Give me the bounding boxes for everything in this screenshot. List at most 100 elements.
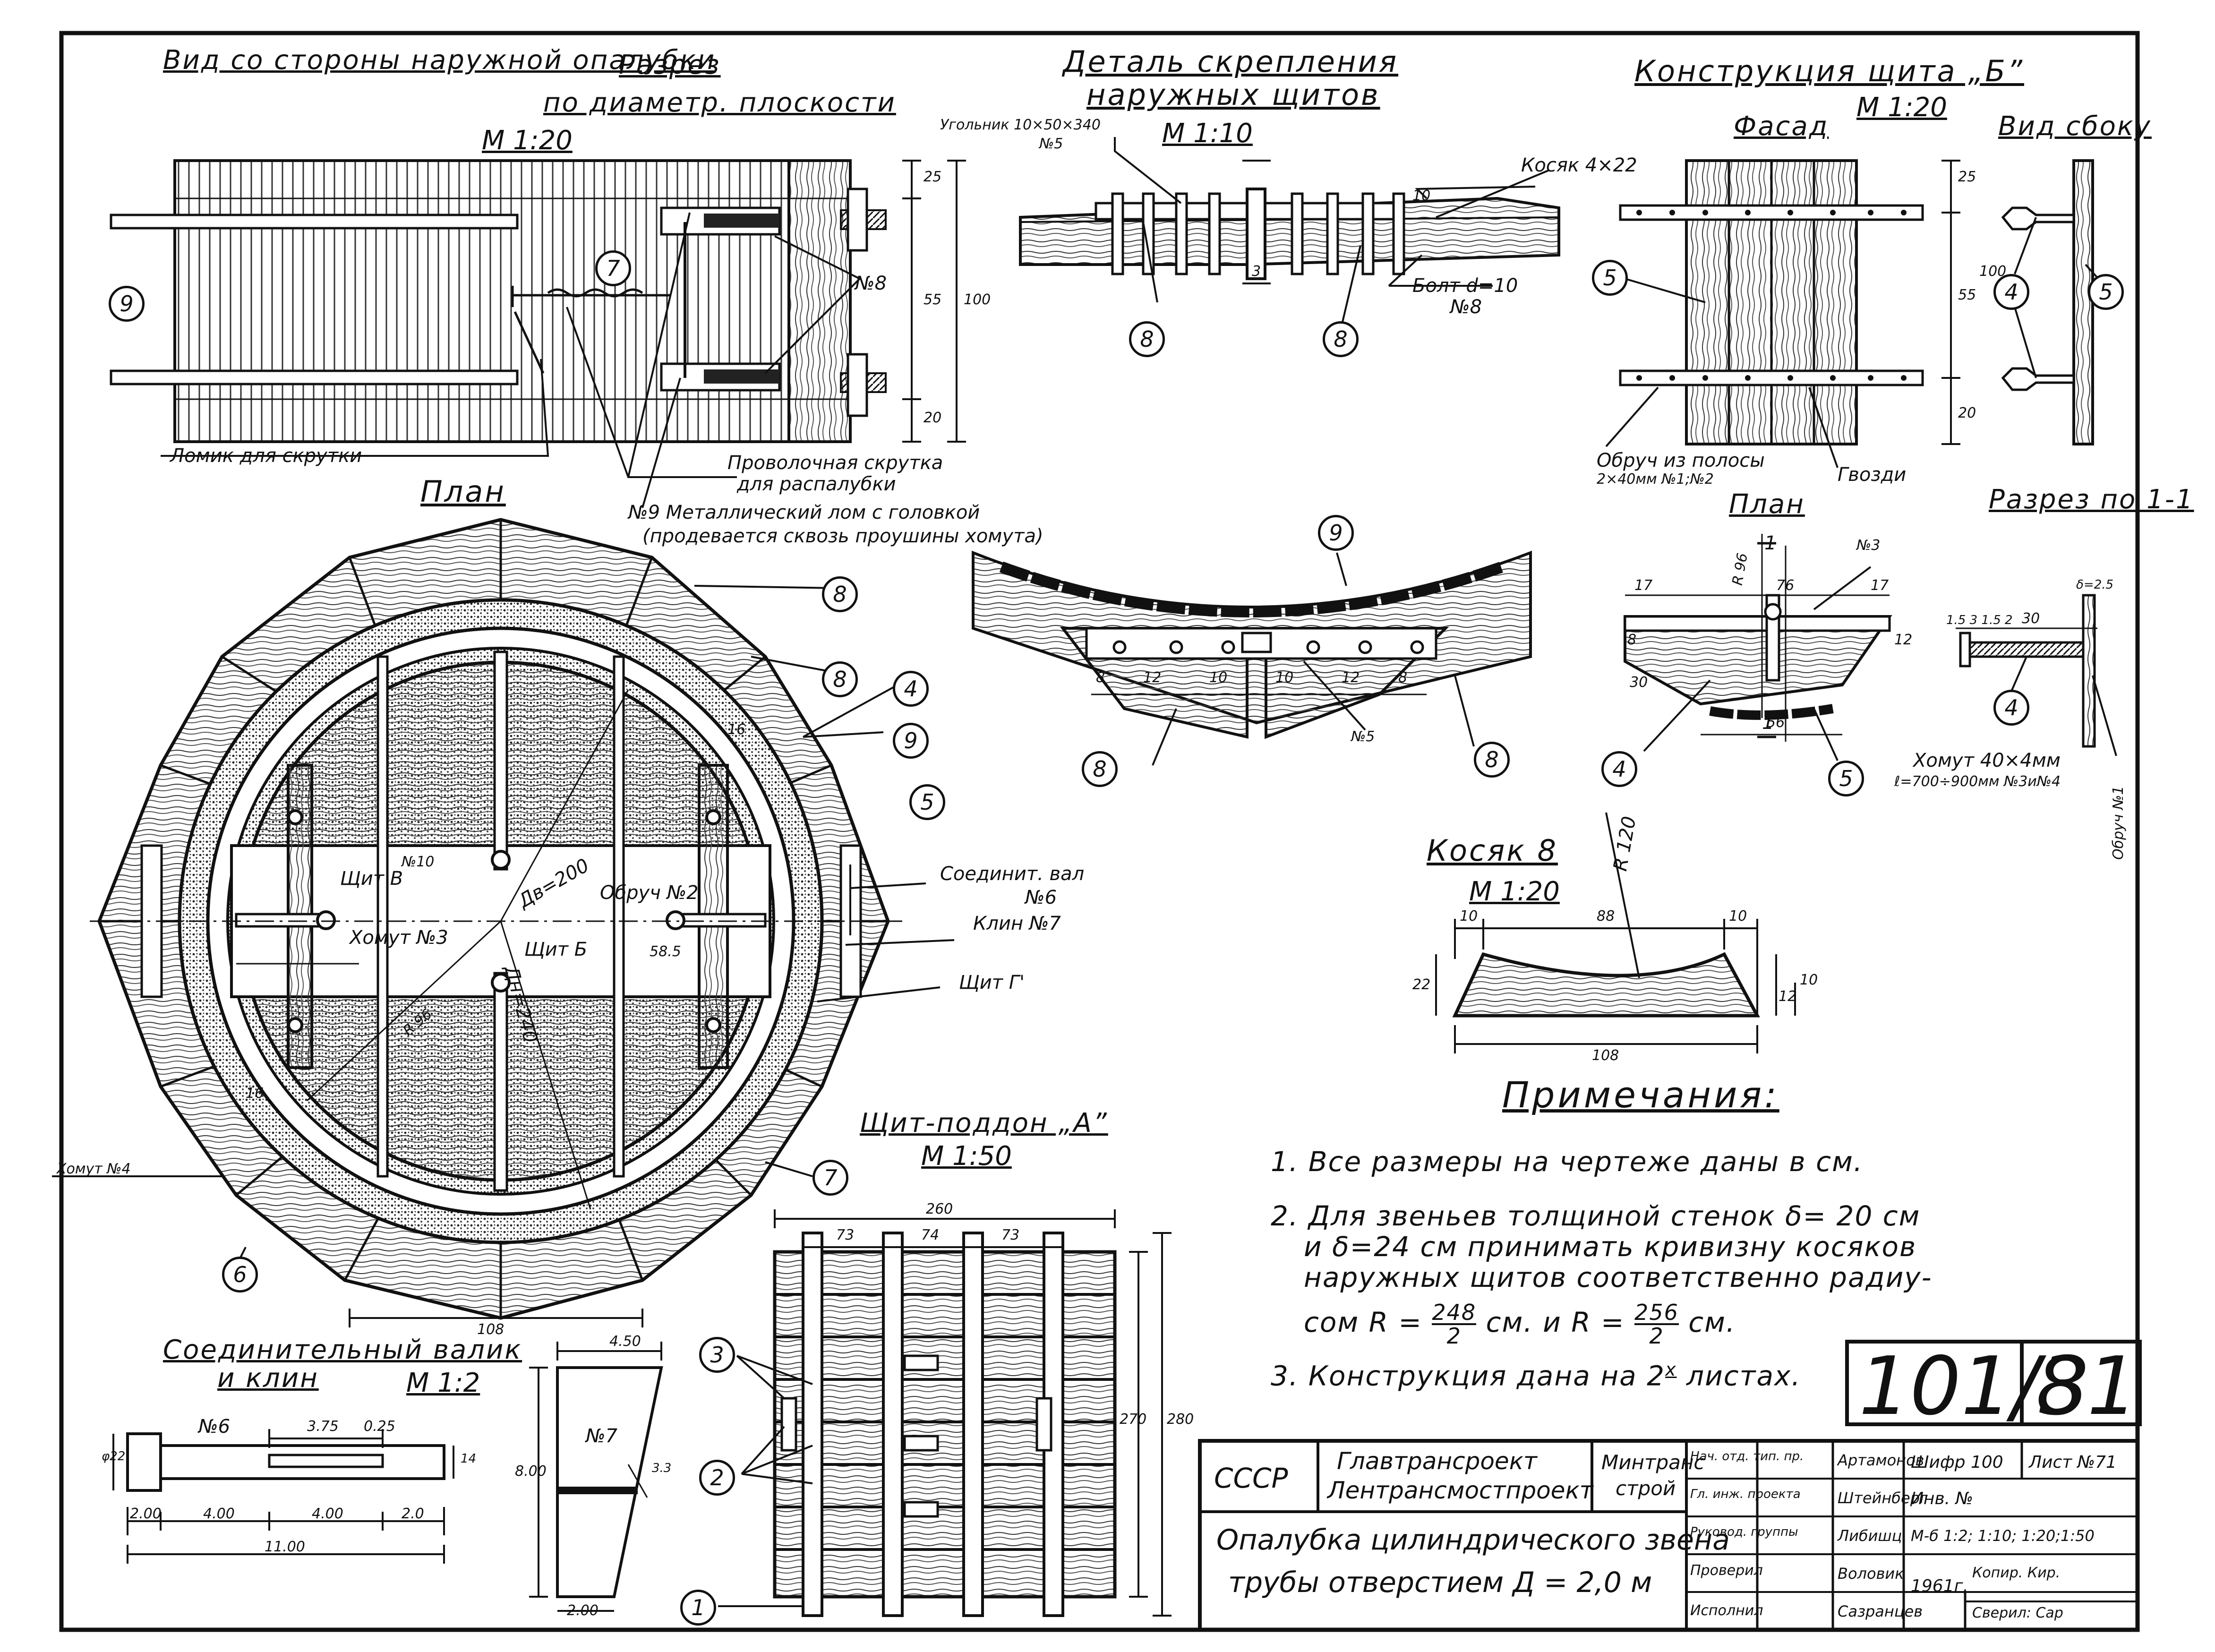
- callout-5-facade: 5: [1592, 260, 1628, 296]
- callout-2-pan: 2: [699, 1460, 735, 1496]
- dim-a74: 74: [921, 1227, 940, 1243]
- label-hoop: Обруч из полосы: [1597, 450, 1765, 471]
- label-crowbar: №9 Металлический лом с головкой: [628, 502, 980, 523]
- tb-sheet: Лист №71: [2029, 1453, 2117, 1472]
- dim-a260: 260: [926, 1201, 953, 1217]
- label-clamp-line2: ℓ=700÷900мм №3и№4: [1894, 773, 2061, 790]
- callout-1-pan: 1: [680, 1590, 716, 1626]
- label-nails: Гвозди: [1838, 464, 1907, 486]
- joint-detail: [1019, 137, 1560, 326]
- dim-30: 30: [1630, 674, 1648, 691]
- label-n10: №10: [402, 854, 435, 870]
- title-panel-b: Конструкция щита „Б”: [1634, 54, 2024, 88]
- note-2-line3: наружных щитов соответственно радиу-: [1304, 1261, 1933, 1293]
- dim-17b: 17: [1871, 577, 1889, 594]
- tb-name-1: Артамонов: [1838, 1451, 1924, 1469]
- label-bolt: Болт d=10: [1412, 275, 1518, 297]
- tb-title1: Опалубка цилиндрического звена: [1216, 1524, 1730, 1557]
- dim-30b: 30: [2022, 610, 2040, 627]
- tb-role-1: Нач. отд. тип. пр.: [1690, 1449, 1804, 1464]
- callout-3-pan: 3: [699, 1337, 735, 1373]
- dim-r1100: 11.00: [265, 1539, 305, 1555]
- dim-r20: 2.0: [402, 1506, 424, 1522]
- dim-r400b: 4.00: [312, 1506, 343, 1522]
- kosyak-8-drawing: [1435, 812, 1796, 1053]
- outer-panel-plan: [972, 550, 1532, 766]
- label-conn-bolt-line2: №6: [1025, 887, 1057, 908]
- dim-joint-10: 10: [1412, 188, 1431, 204]
- dim-k88: 88: [1597, 908, 1615, 924]
- title-joint-detail: Деталь скрепления: [1063, 44, 1399, 79]
- tb-country: СССР: [1214, 1462, 1288, 1494]
- callout-8-outer-plan-b: 8: [1474, 742, 1510, 778]
- note-3: 3. Конструкция дана на 2х листах.: [1271, 1359, 1801, 1392]
- label-obruch-2: Обруч №2: [600, 882, 699, 904]
- label-obruch-1: Обруч №1: [2110, 786, 2127, 860]
- tb-copy: Копир. Кир.: [1972, 1565, 2061, 1581]
- dim-k10: 10: [1460, 908, 1478, 924]
- scale-kosyak: М 1:20: [1469, 876, 1560, 907]
- dim-r025: 0.25: [364, 1418, 395, 1435]
- label-n8-outer: №8: [855, 273, 887, 294]
- tb-role-4: Проверил: [1690, 1562, 1763, 1579]
- label-n7: №7: [586, 1425, 618, 1447]
- label-lomik: Ломик для скрутки: [170, 445, 362, 467]
- dim-w200: 2.00: [567, 1602, 599, 1619]
- tb-org1: Главтрансроект: [1337, 1447, 1538, 1475]
- scale-panel-b: М 1:20: [1856, 92, 1947, 123]
- dim-j8b: 8: [1398, 669, 1408, 686]
- pan-a-drawing: [718, 1209, 1172, 1617]
- dim-p16a: 16: [727, 721, 746, 738]
- note-2-line4: сом R = 248 2 см. и R = 256 2 см.: [1304, 1300, 1736, 1349]
- callout-8-plan-a: 8: [822, 576, 858, 612]
- dim-p108: 108: [477, 1321, 505, 1338]
- label-clamp: Хомут 40×4мм: [1913, 750, 2061, 771]
- title-section: Разрез: [619, 50, 721, 80]
- tb-title2: трубы отверстием Д = 2,0 м: [1228, 1566, 1652, 1599]
- dim-a73b: 73: [1001, 1227, 1020, 1243]
- label-kosyak-4x22: Косяк 4×22: [1521, 154, 1637, 176]
- title-kosyak: Косяк 8: [1427, 833, 1558, 868]
- label-conn-bolt: Соединит. вал: [940, 863, 1085, 885]
- label-n6: №6: [198, 1416, 231, 1438]
- title-plan: План: [420, 474, 506, 509]
- scale-pan-a: М 1:50: [921, 1141, 1012, 1172]
- callout-4-side: 4: [1993, 274, 2029, 310]
- label-n5-outer: №5: [1351, 728, 1375, 745]
- wedge-drawing: [529, 1342, 663, 1612]
- label-shchit-v: Щит В: [340, 868, 403, 890]
- label-klin-7: Клин №7: [973, 913, 1061, 934]
- dim-joint-3: 3: [1252, 263, 1261, 280]
- dim-r200: 2.00: [130, 1506, 162, 1522]
- label-khomut-4: Хомут №4: [57, 1161, 131, 1177]
- tb-year: 1961г.: [1911, 1576, 1968, 1596]
- tb-role-5: Исполнил: [1690, 1602, 1763, 1619]
- tb-ministry-line2: строй: [1616, 1477, 1676, 1500]
- dim-j12b: 12: [1342, 669, 1360, 686]
- callout-7-plan: 7: [812, 1160, 848, 1196]
- panel-b-side: [2001, 159, 2108, 445]
- dim-w450: 4.50: [609, 1333, 641, 1350]
- callout-6-plan: 6: [222, 1257, 258, 1292]
- callout-4-section: 4: [1993, 690, 2029, 726]
- label-section-mark: 1: [1762, 712, 1774, 734]
- dim-12: 12: [1894, 632, 1913, 648]
- title-facade: Фасад: [1734, 111, 1829, 142]
- label-khomut-3: Хомут №3: [350, 927, 448, 949]
- label-bolt-line2: №8: [1450, 296, 1482, 318]
- dim-k10c: 10: [1800, 972, 1818, 988]
- outer-formwork-view: [110, 159, 966, 508]
- dim-k108: 108: [1592, 1047, 1619, 1064]
- dim-w33: 3.3: [652, 1461, 672, 1475]
- label-section-mark-top: 1: [1764, 532, 1777, 554]
- tb-role-3: Руковод. группы: [1690, 1525, 1798, 1539]
- label-shchit-b: Щит Б: [524, 939, 588, 960]
- tb-ministry: Минтранс: [1601, 1451, 1705, 1474]
- tb-name-5: Сазранцев: [1838, 1602, 1923, 1620]
- dim-a270: 270: [1120, 1411, 1147, 1428]
- dim-phi22: φ22: [102, 1449, 126, 1464]
- dim-r375: 3.75: [307, 1418, 339, 1435]
- sheet-number: 81: [2036, 1340, 2138, 1433]
- tb-name-3: Либишц.: [1838, 1527, 1907, 1545]
